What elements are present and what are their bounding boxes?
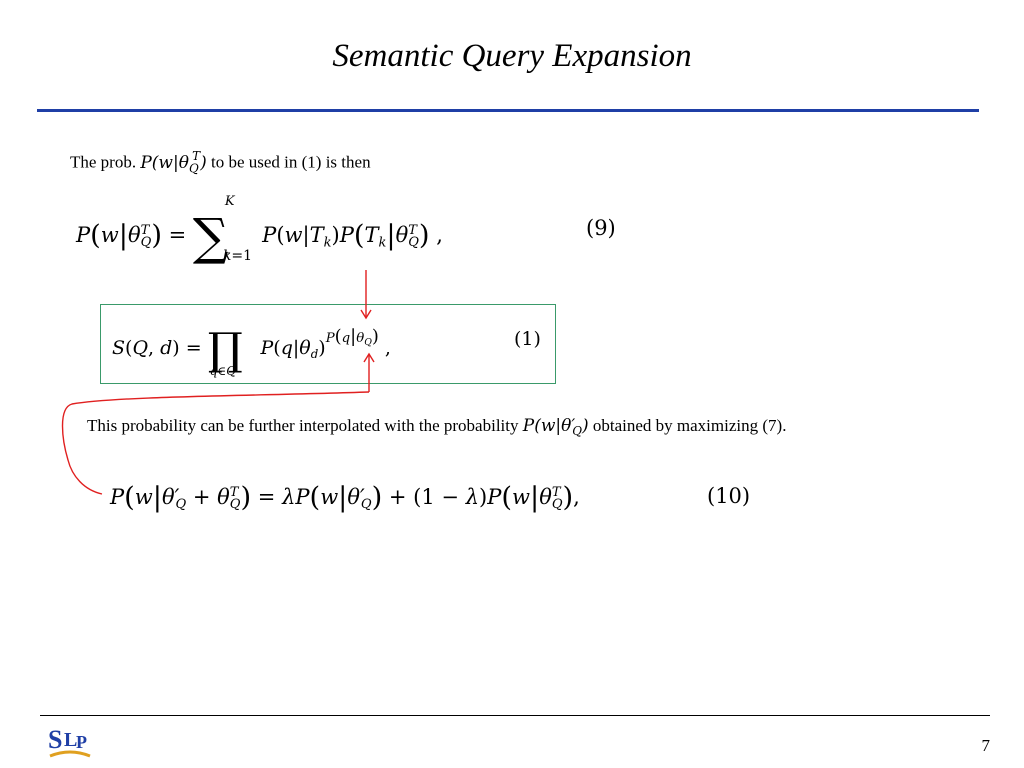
arrow-curve — [61, 391, 370, 495]
intro-math: P(w|θQT) — [140, 148, 207, 176]
arrow-up-head — [363, 352, 375, 363]
interp-prefix: This probability can be further interpol… — [87, 416, 523, 435]
arrow-down-head — [360, 309, 372, 320]
title-divider — [37, 109, 979, 112]
page-number: 7 — [981, 736, 991, 755]
equation-1-number: (1) — [514, 328, 541, 350]
interp-math: P(w|θ′Q) — [522, 416, 589, 439]
equation-1: S(Q, d) = ∏ q∈Q P(q|θd)P(q|θQ) , — [112, 323, 391, 378]
footer-divider — [40, 715, 990, 716]
intro-prefix: The prob. — [70, 152, 141, 172]
logo-s: S — [48, 725, 62, 754]
slide-title: Semantic Query Expansion — [332, 38, 692, 74]
intro-suffix: to be used in (1) is then — [206, 152, 371, 172]
logo-l: L — [64, 729, 77, 751]
slp-logo: S L P — [48, 725, 91, 758]
equation-1-box — [100, 304, 556, 384]
logo-p: P — [76, 732, 87, 752]
interp-suffix: obtained by maximizing (7). — [588, 416, 787, 435]
equation-10-number: (10) — [707, 484, 751, 508]
interpolation-text: This probability can be further interpol… — [87, 416, 786, 438]
intro-text: The prob. P(w|θQT) to be used in (1) is … — [70, 148, 371, 176]
equation-9-number: (9) — [586, 216, 616, 240]
